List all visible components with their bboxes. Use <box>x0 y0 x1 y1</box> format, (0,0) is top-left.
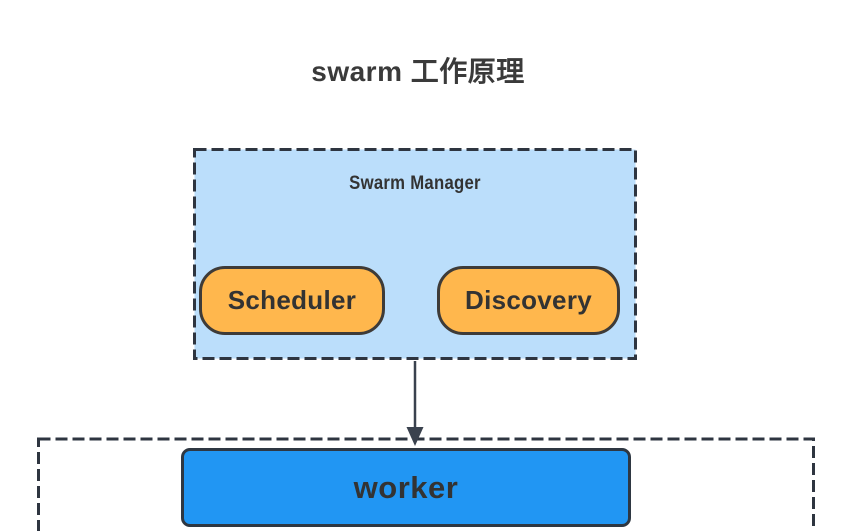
worker-node: worker <box>181 448 631 527</box>
scheduler-node: Scheduler <box>199 266 385 335</box>
worker-group-box <box>37 437 815 531</box>
discovery-node: Discovery <box>437 266 620 335</box>
swarm-manager-label: Swarm Manager <box>349 173 481 194</box>
arrow-head-icon <box>406 427 424 446</box>
page-title: swarm 工作原理 <box>311 56 525 87</box>
